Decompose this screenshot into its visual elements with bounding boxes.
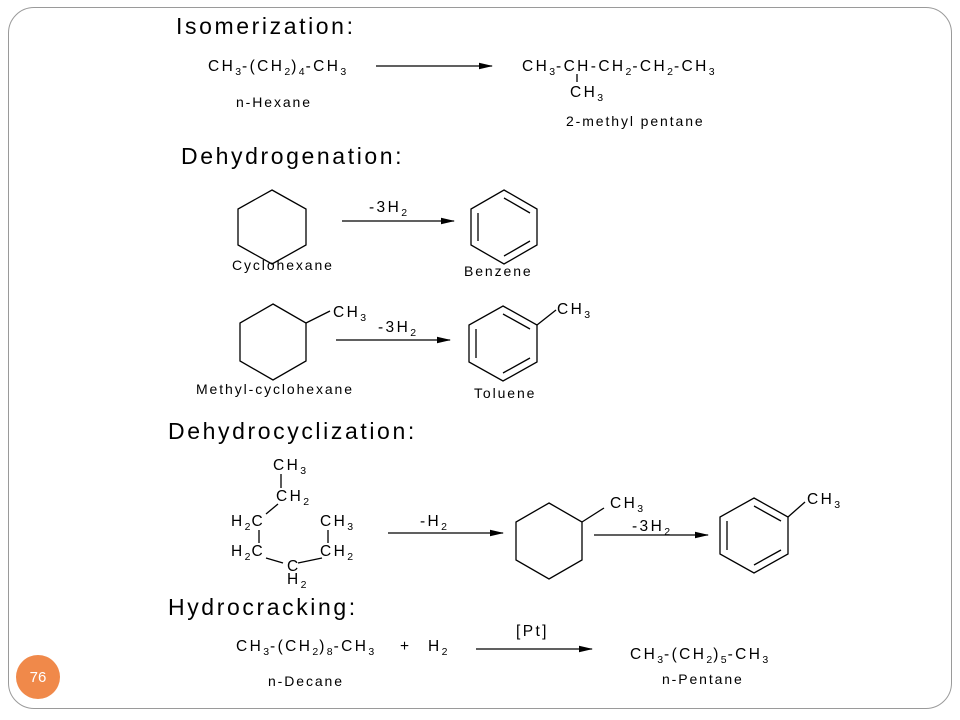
chain-h2c-upper: H2C xyxy=(231,513,265,533)
toluene-double-bond xyxy=(753,505,782,522)
dehydrocyclization-heading: Dehydrocyclization: xyxy=(168,418,417,444)
toluene-product-substituent: CH3 xyxy=(807,491,841,511)
toluene-double-bond xyxy=(502,313,531,330)
toluene-ring xyxy=(468,305,538,382)
dehydrogenation-2-reagent: -3H2 xyxy=(378,319,417,339)
cyclohexane-ring xyxy=(237,189,307,265)
methylcyclohexane-ring xyxy=(239,303,307,381)
chain-ch2-right: CH2 xyxy=(320,543,354,563)
dehydrogenation-1-reagent: -3H2 xyxy=(369,199,408,219)
n-pentane-formula: CH3-(CH2)5-CH3 xyxy=(630,646,769,666)
n-decane-formula: CH3-(CH2)8-CH3 xyxy=(236,638,375,658)
toluene-substituent: CH3 xyxy=(557,301,591,321)
page-number-badge: 76 xyxy=(16,655,60,699)
dehydrogenation-section: Dehydrogenation: Cyclohexane -3H2 Benzen… xyxy=(181,143,591,401)
intermediate-ring xyxy=(515,502,583,580)
dehydrocyclization-step2-reagent: -3H2 xyxy=(632,518,671,538)
chain-h2c-lower: H2C xyxy=(231,543,265,563)
toluene-product-ring xyxy=(719,497,789,574)
methylcyclohexane-label: Methyl-cyclohexane xyxy=(196,381,354,397)
n-hexane-formula: CH3-(CH2)4-CH3 xyxy=(208,58,347,78)
hydrocracking-section: Hydrocracking: CH3-(CH2)8-CH3 + H2 [Pt] … xyxy=(168,594,769,689)
hydrocracking-heading: Hydrocracking: xyxy=(168,594,358,620)
methylcyclohexane-substituent: CH3 xyxy=(333,304,367,324)
2-methylpentane-formula: CH3-CH-CH2-CH2-CH3 xyxy=(522,58,716,78)
slide-frame xyxy=(8,7,952,709)
platinum-catalyst: [Pt] xyxy=(516,623,549,640)
benzene-label: Benzene xyxy=(464,263,533,279)
n-decane-label: n-Decane xyxy=(268,673,344,689)
hydrogen-formula: H2 xyxy=(428,638,448,658)
toluene-double-bond xyxy=(753,549,782,566)
dehydrogenation-heading: Dehydrogenation: xyxy=(181,143,404,169)
cyclohexane-label: Cyclohexane xyxy=(232,257,334,273)
2-methylpentane-branch: CH3 xyxy=(570,84,604,104)
benzene-double-bond xyxy=(503,240,531,257)
benzene-double-bond xyxy=(503,197,531,214)
intermediate-substituent: CH3 xyxy=(610,495,644,515)
methyl-bond xyxy=(305,310,331,324)
toluene-double-bond xyxy=(502,357,531,374)
benzene-ring xyxy=(470,189,538,265)
chain-bond xyxy=(265,557,284,564)
chain-ch3-right: CH3 xyxy=(320,513,354,533)
dehydrocyclization-step1-reagent: -H2 xyxy=(420,513,448,533)
chain-h2-bottom: H2 xyxy=(287,571,307,591)
methyl-bond xyxy=(536,309,557,326)
chain-bond xyxy=(297,557,323,564)
methyl-bond xyxy=(787,501,806,518)
n-hexane-label: n-Hexane xyxy=(236,94,312,110)
chain-bond xyxy=(265,503,279,515)
methyl-bond xyxy=(581,507,605,523)
n-pentane-label: n-Pentane xyxy=(662,671,744,687)
plus-sign: + xyxy=(400,638,411,655)
isomerization-section: Isomerization: CH3-(CH2)4-CH3 n-Hexane C… xyxy=(176,13,716,129)
toluene-label: Toluene xyxy=(474,385,536,401)
isomerization-heading: Isomerization: xyxy=(176,13,356,39)
chain-ch3-top: CH3 xyxy=(273,457,307,477)
dehydrocyclization-section: Dehydrocyclization: CH3 CH2 H2C CH3 H2C … xyxy=(168,418,841,591)
chain-c-bottom: C xyxy=(287,558,301,575)
chain-ch2-top: CH2 xyxy=(276,488,310,508)
2-methylpentane-label: 2-methyl pentane xyxy=(566,113,705,129)
